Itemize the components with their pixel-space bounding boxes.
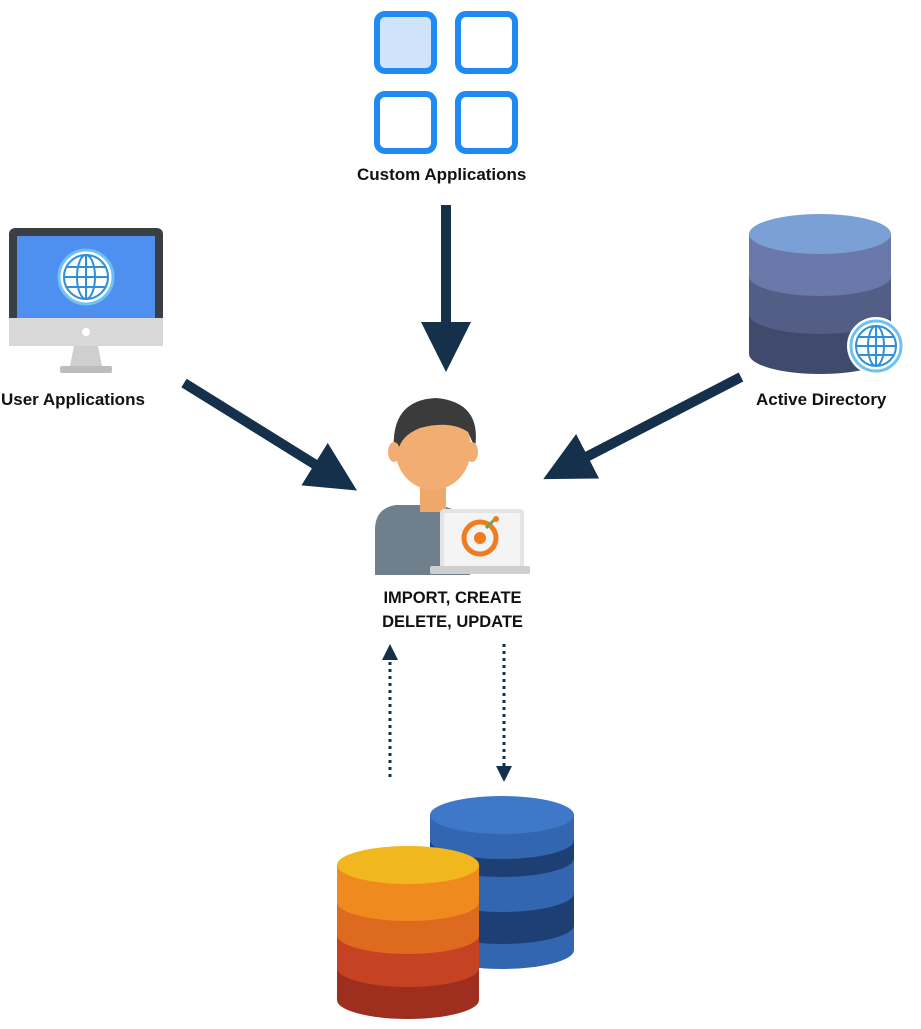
arrow-userapps-to-user bbox=[181, 378, 357, 491]
app-grid-icon bbox=[374, 11, 518, 154]
dotted-arrow-down bbox=[496, 644, 512, 782]
user-laptop-icon bbox=[375, 398, 530, 575]
operations-line-1: IMPORT, CREATE bbox=[383, 589, 522, 607]
database-stack-icon bbox=[337, 796, 574, 1019]
user-applications-label: User Applications bbox=[1, 390, 145, 409]
operations-line-2: DELETE, UPDATE bbox=[382, 613, 523, 631]
arrow-ad-to-user bbox=[543, 372, 744, 480]
database-globe-icon bbox=[749, 214, 905, 375]
monitor-globe-icon bbox=[9, 228, 163, 373]
operations-label: IMPORT, CREATE DELETE, UPDATE bbox=[365, 586, 540, 634]
dotted-arrow-up bbox=[382, 644, 398, 777]
custom-applications-label: Custom Applications bbox=[357, 165, 527, 184]
active-directory-label: Active Directory bbox=[756, 390, 887, 409]
